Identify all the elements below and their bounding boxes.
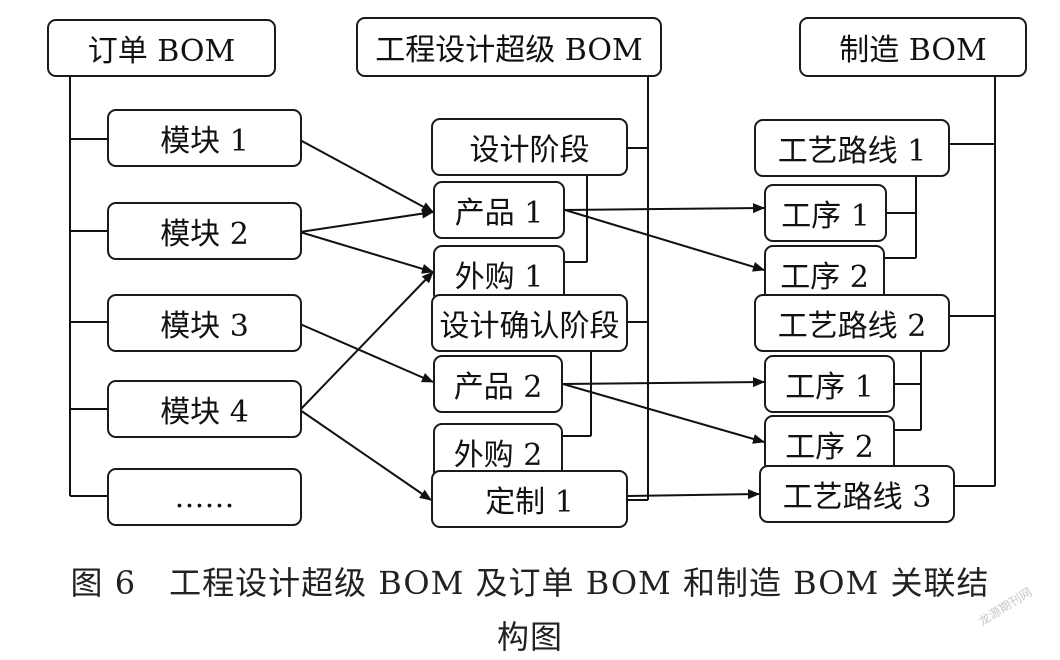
manufacturing-bom-header: 制造 BOM	[799, 17, 1027, 77]
order-module-more: ……	[107, 468, 302, 526]
figure-caption-line-1: 图 6 工程设计超级 BOM 及订单 BOM 和制造 BOM 关联结	[70, 564, 990, 602]
product-2-box: 产品 2	[433, 355, 563, 413]
order-module-1: 模块 1	[107, 109, 302, 167]
order-bom-header: 订单 BOM	[47, 19, 276, 77]
route-1-operation-2-box: 工序 2	[764, 245, 885, 303]
figure-caption-line-2: 构图	[496, 618, 563, 656]
engineering-bom-header: 工程设计超级 BOM	[356, 17, 662, 77]
route-2-operation-1-box: 工序 1	[764, 355, 895, 413]
route-2-operation-2-box: 工序 2	[764, 415, 895, 473]
route-1-operation-1-box: 工序 1	[764, 184, 887, 242]
process-route-2-box: 工艺路线 2	[754, 294, 950, 352]
process-route-3-box: 工艺路线 3	[759, 465, 955, 523]
order-module-2: 模块 2	[107, 202, 302, 260]
order-module-4: 模块 4	[107, 380, 302, 438]
process-route-1-box: 工艺路线 1	[754, 119, 950, 177]
product-1-box: 产品 1	[433, 181, 565, 239]
custom-1-box: 定制 1	[431, 470, 628, 528]
order-module-3: 模块 3	[107, 294, 302, 352]
design-confirm-stage-box: 设计确认阶段	[431, 294, 628, 352]
design-stage-box: 设计阶段	[431, 118, 628, 176]
